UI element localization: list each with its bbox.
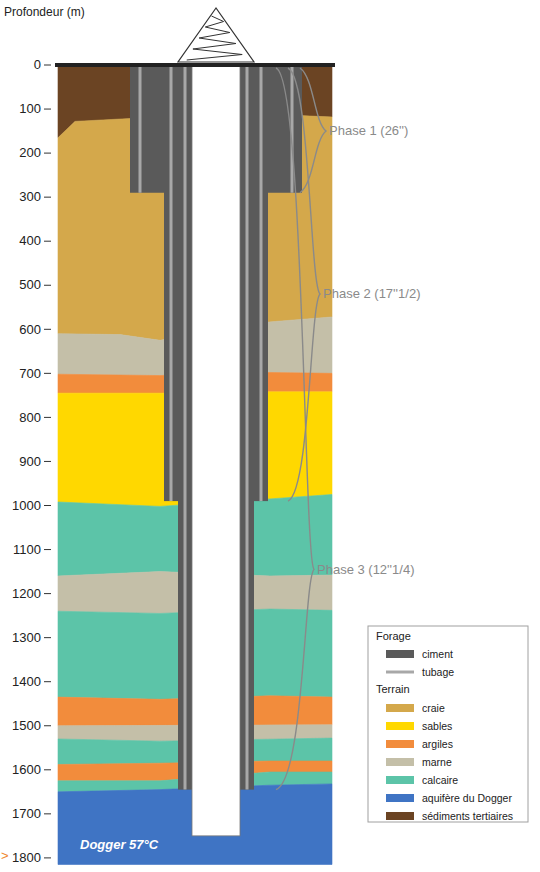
- rock-layers: [58, 65, 332, 865]
- derrick-lattice: [211, 16, 223, 22]
- depth-number: 600: [0, 322, 41, 338]
- tick-mark: [44, 549, 51, 550]
- legend-text: craie: [422, 702, 445, 715]
- depth-number: 1600: [0, 762, 41, 778]
- tick-mark: [44, 329, 51, 330]
- legend-swatch: [386, 650, 414, 658]
- tick-mark: [44, 241, 51, 242]
- casing: [246, 65, 249, 790]
- legend-swatch: [386, 704, 414, 712]
- casing: [170, 65, 173, 501]
- tick-mark: [44, 197, 51, 198]
- legend-swatch: [386, 812, 414, 820]
- depth-number: 1700: [0, 806, 41, 822]
- tick-mark: [44, 65, 51, 66]
- derrick-frame: [178, 8, 254, 62]
- depth-number: 700: [0, 366, 41, 382]
- cement: [254, 65, 268, 501]
- phase-bracket: [276, 68, 314, 790]
- legend-heading: Forage: [376, 630, 411, 643]
- depth-number: 200: [0, 145, 41, 161]
- casing: [139, 65, 142, 193]
- depth-number: 800: [0, 410, 41, 426]
- borehole: [192, 65, 240, 836]
- depth-number: 1300: [0, 630, 41, 646]
- casing: [260, 65, 263, 501]
- depth-number: 100: [0, 101, 41, 117]
- cement: [178, 65, 192, 790]
- derrick-lattice: [193, 44, 236, 50]
- legend-text: sédiments tertiaires: [422, 810, 513, 823]
- legend-swatch: [386, 722, 414, 730]
- legend-line: [386, 671, 414, 674]
- depth-number: 1200: [0, 586, 41, 602]
- depth-number: 400: [0, 233, 41, 249]
- legend-text: aquifère du Dogger: [422, 792, 512, 805]
- legend-box: [368, 626, 528, 822]
- depth-number: 1000: [0, 498, 41, 514]
- depth-number: 1100: [0, 542, 41, 558]
- axis-title: Profondeur (m): [4, 5, 85, 19]
- phase-bracket: [288, 68, 320, 501]
- legend-text: marne: [422, 756, 452, 769]
- depth-number: 1400: [0, 674, 41, 690]
- tick-mark: [44, 769, 51, 770]
- ground-line: [55, 63, 335, 67]
- cement: [164, 65, 178, 501]
- tick-mark: [44, 461, 51, 462]
- derrick-lattice: [187, 55, 242, 61]
- legend-heading: Terrain: [376, 683, 410, 696]
- legend-text: argiles: [422, 738, 453, 751]
- tick-mark: [44, 109, 51, 110]
- depth-number: 300: [0, 189, 41, 205]
- tick-mark: [44, 285, 51, 286]
- depth-number: 500: [0, 277, 41, 293]
- depth-number: 0: [0, 57, 41, 73]
- phase-brackets: [276, 68, 326, 790]
- tick-mark: [44, 417, 51, 418]
- cement: [240, 65, 254, 790]
- legend-swatch: [386, 794, 414, 802]
- tick-mark: [44, 593, 51, 594]
- legend-text: sables: [422, 720, 452, 733]
- legend-swatch: [386, 758, 414, 766]
- cement: [130, 65, 164, 193]
- tick-mark: [44, 857, 51, 858]
- legend-swatch: [386, 740, 414, 748]
- legend-text: tubage: [422, 666, 454, 679]
- derrick-lattice: [199, 33, 230, 39]
- tick-mark: [44, 153, 51, 154]
- well-casing: [55, 65, 335, 836]
- phase-label: Phase 3 (12''1/4): [317, 562, 414, 578]
- tick-mark: [44, 725, 51, 726]
- depth-number: 1500: [0, 718, 41, 734]
- tick-mark: [44, 637, 51, 638]
- derrick-lattice: [205, 27, 229, 33]
- legend-text: ciment: [422, 648, 453, 661]
- legend-marks: [386, 650, 414, 820]
- casing: [184, 65, 187, 790]
- depth-number: 900: [0, 454, 41, 470]
- legend-swatch: [386, 776, 414, 784]
- derrick-lattice: [193, 49, 242, 55]
- aquifer-label: Dogger 57°C: [80, 837, 158, 853]
- depth-ticks: [44, 65, 51, 858]
- tick-mark: [44, 373, 51, 374]
- legend-text: calcaire: [422, 774, 458, 787]
- derrick: [178, 8, 254, 62]
- edge-mark: >: [1, 848, 9, 864]
- phase-label: Phase 2 (17''1/2): [323, 286, 420, 302]
- tick-mark: [44, 505, 51, 506]
- tick-mark: [44, 813, 51, 814]
- derrick-lattice: [205, 22, 223, 28]
- phase-label: Phase 1 (26''): [329, 123, 408, 139]
- derrick-lattice: [199, 38, 236, 44]
- tick-mark: [44, 681, 51, 682]
